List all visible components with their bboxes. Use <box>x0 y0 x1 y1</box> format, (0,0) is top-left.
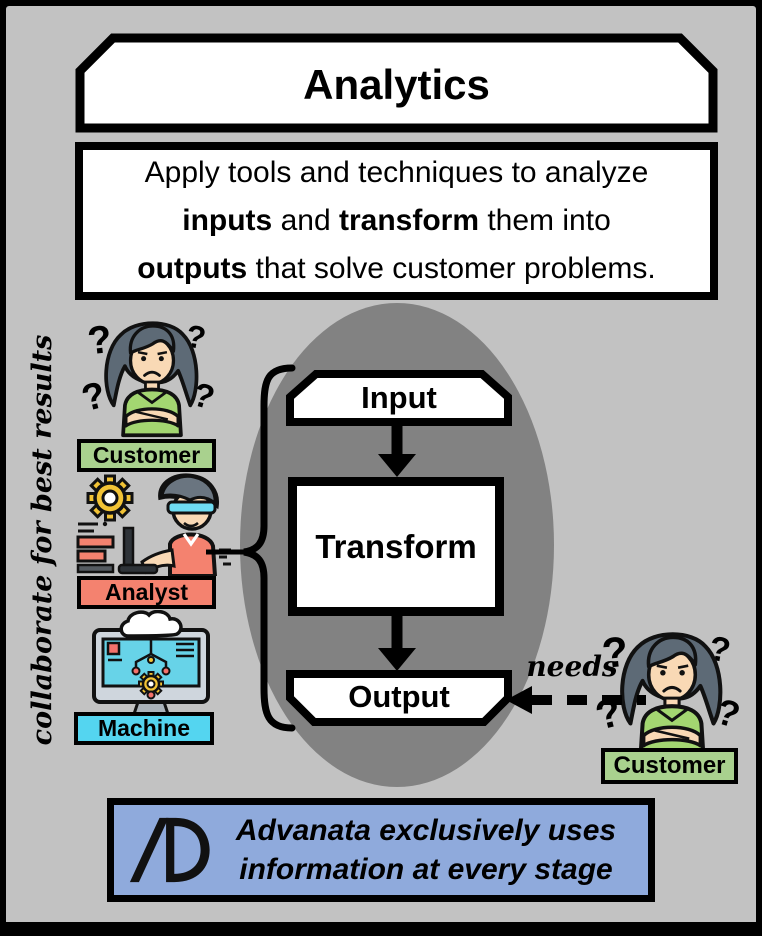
footer-line-2: information at every stage <box>239 853 613 886</box>
description-line-1: Apply tools and techniques to analyze <box>144 156 649 189</box>
output-label: Output <box>286 670 512 724</box>
output-box <box>286 670 512 726</box>
description-line-2: inputs and transform them into <box>182 204 611 237</box>
transform-label-text: Transform <box>315 527 477 565</box>
collaborate-note: collaborate for best results <box>26 334 58 746</box>
cloud-icon <box>119 610 183 638</box>
right-customer-label-text: Customer <box>613 752 726 779</box>
analyst-icon <box>76 473 231 576</box>
customer-label: Customer <box>77 439 216 472</box>
text-lines-icon <box>176 642 194 658</box>
output-label-text: Output <box>348 679 450 714</box>
description-text: Apply tools and techniques to analyze in… <box>83 150 710 292</box>
footer-text: Advanata exclusively uses information at… <box>214 811 648 889</box>
laptop-icon <box>117 526 159 575</box>
description-box: Apply tools and techniques to analyze in… <box>75 142 718 300</box>
description-line-3: outputs that solve customer problems. <box>137 252 656 285</box>
gear-icon <box>86 474 134 522</box>
circuit-icon <box>134 636 168 668</box>
input-label-text: Input <box>361 380 437 415</box>
arrow-down-icon <box>378 418 416 477</box>
input-box <box>286 370 512 426</box>
glasses-icon <box>166 500 217 515</box>
title-box: Analytics <box>75 33 718 133</box>
gear-icon <box>138 671 164 697</box>
machine-label-text: Machine <box>97 715 191 741</box>
bar-chart-icon <box>76 521 115 574</box>
right-customer-label: Customer <box>601 748 738 784</box>
customer-label-text: Customer <box>92 442 201 468</box>
title-box-shape <box>75 33 718 133</box>
page-title: Analytics <box>303 61 490 108</box>
transform-box: Transform <box>288 477 504 616</box>
curly-brace <box>206 364 296 732</box>
input-label: Input <box>286 371 512 425</box>
arrow-down-icon <box>378 612 416 671</box>
machine-label: Machine <box>74 712 214 745</box>
needs-note: needs <box>526 650 618 683</box>
advanata-logo-icon <box>129 817 210 883</box>
needs-dashed-arrow <box>506 686 646 714</box>
footer-line-1: Advanata exclusively uses <box>235 814 617 847</box>
machine-icon <box>92 610 210 716</box>
footer-banner: Advanata exclusively uses information at… <box>107 798 655 902</box>
analyst-label: Analyst <box>77 576 216 609</box>
analyst-label-text: Analyst <box>104 579 189 605</box>
